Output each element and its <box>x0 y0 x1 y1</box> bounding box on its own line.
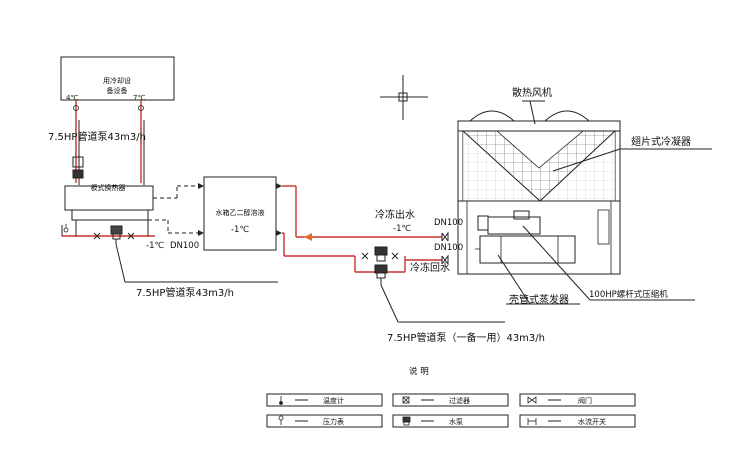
chiller-outlet-label: 冷冻出水 <box>375 208 415 221</box>
legend-flow-switch-icon <box>527 418 537 425</box>
plate-heat-exchanger: 板式换热器 <box>64 183 154 221</box>
hx-to-tank-dashed <box>148 185 198 234</box>
user-loop-pipes-dark <box>78 120 145 185</box>
chiller-inlet-label: 冷冻回水 <box>410 261 450 274</box>
legend-label-4: 压力表 <box>323 417 344 426</box>
chiller-outlet-size: DN100 <box>434 218 463 228</box>
user-loop-pipes <box>75 100 142 183</box>
pump-icon <box>72 156 84 179</box>
gauge-pair <box>73 105 144 111</box>
legend-label-2: 过滤器 <box>449 396 470 405</box>
legend-valve-icon <box>527 396 537 404</box>
left-pump-group <box>61 220 278 283</box>
legend-pressure-gauge-icon <box>278 415 284 425</box>
temp-in-label: 4℃ <box>66 94 78 102</box>
legend-title: 说 明 <box>409 366 429 377</box>
top-pump-label: 7.5HP管道泵43m3/h <box>48 130 146 143</box>
plate-hx-label: 板式换热器 <box>91 183 126 192</box>
legend-label-1: 温度计 <box>323 396 344 405</box>
compressor-label: 100HP螺杆式压缩机 <box>589 289 668 300</box>
supply-pipe <box>282 185 442 273</box>
chiller-outlet-temp: -1℃ <box>393 224 411 234</box>
tank-temp-label: -1℃ <box>231 225 249 235</box>
chiller-inlet-size: DN100 <box>434 243 463 253</box>
legend-label-6: 水流开关 <box>578 417 606 426</box>
tank-connectors <box>198 183 204 236</box>
legend-thermometer-icon <box>279 396 283 405</box>
left-pump-label: 7.5HP管道泵43m3/h <box>136 286 234 299</box>
condenser-label: 翅片式冷凝器 <box>631 135 691 148</box>
fan-label: 散热风机 <box>512 86 552 99</box>
left-temp-label: -1℃ <box>146 241 164 251</box>
flow-arrow <box>304 233 312 241</box>
right-pump-label: 7.5HP管道泵（一备一用）43m3/h <box>387 331 545 344</box>
chiller-unit <box>457 100 712 305</box>
legend-filter-icon <box>402 396 410 404</box>
user-equipment-label-2: 备设备 <box>107 86 128 95</box>
legend-label-5: 水泵 <box>449 417 463 426</box>
crosshair-mark <box>380 75 428 120</box>
glycol-tank: 水箱乙二醇溶液 -1℃ <box>203 176 282 251</box>
tank-label: 水箱乙二醇溶液 <box>216 208 265 217</box>
legend-label-3: 阀门 <box>578 396 592 405</box>
right-pump-group <box>361 246 505 323</box>
temp-out-label: 7℃ <box>133 94 145 102</box>
legend-pump-icon <box>402 416 411 426</box>
left-pipe-size-label: DN100 <box>170 241 199 251</box>
thermometer-icon <box>63 224 69 233</box>
user-equipment: 用冷却设 备设备 4℃ 7℃ <box>60 56 175 102</box>
valve-icon <box>441 231 449 265</box>
user-equipment-label-1: 用冷却设 <box>103 76 131 85</box>
evaporator-label: 壳管式蒸发器 <box>509 293 569 306</box>
legend <box>266 393 636 428</box>
